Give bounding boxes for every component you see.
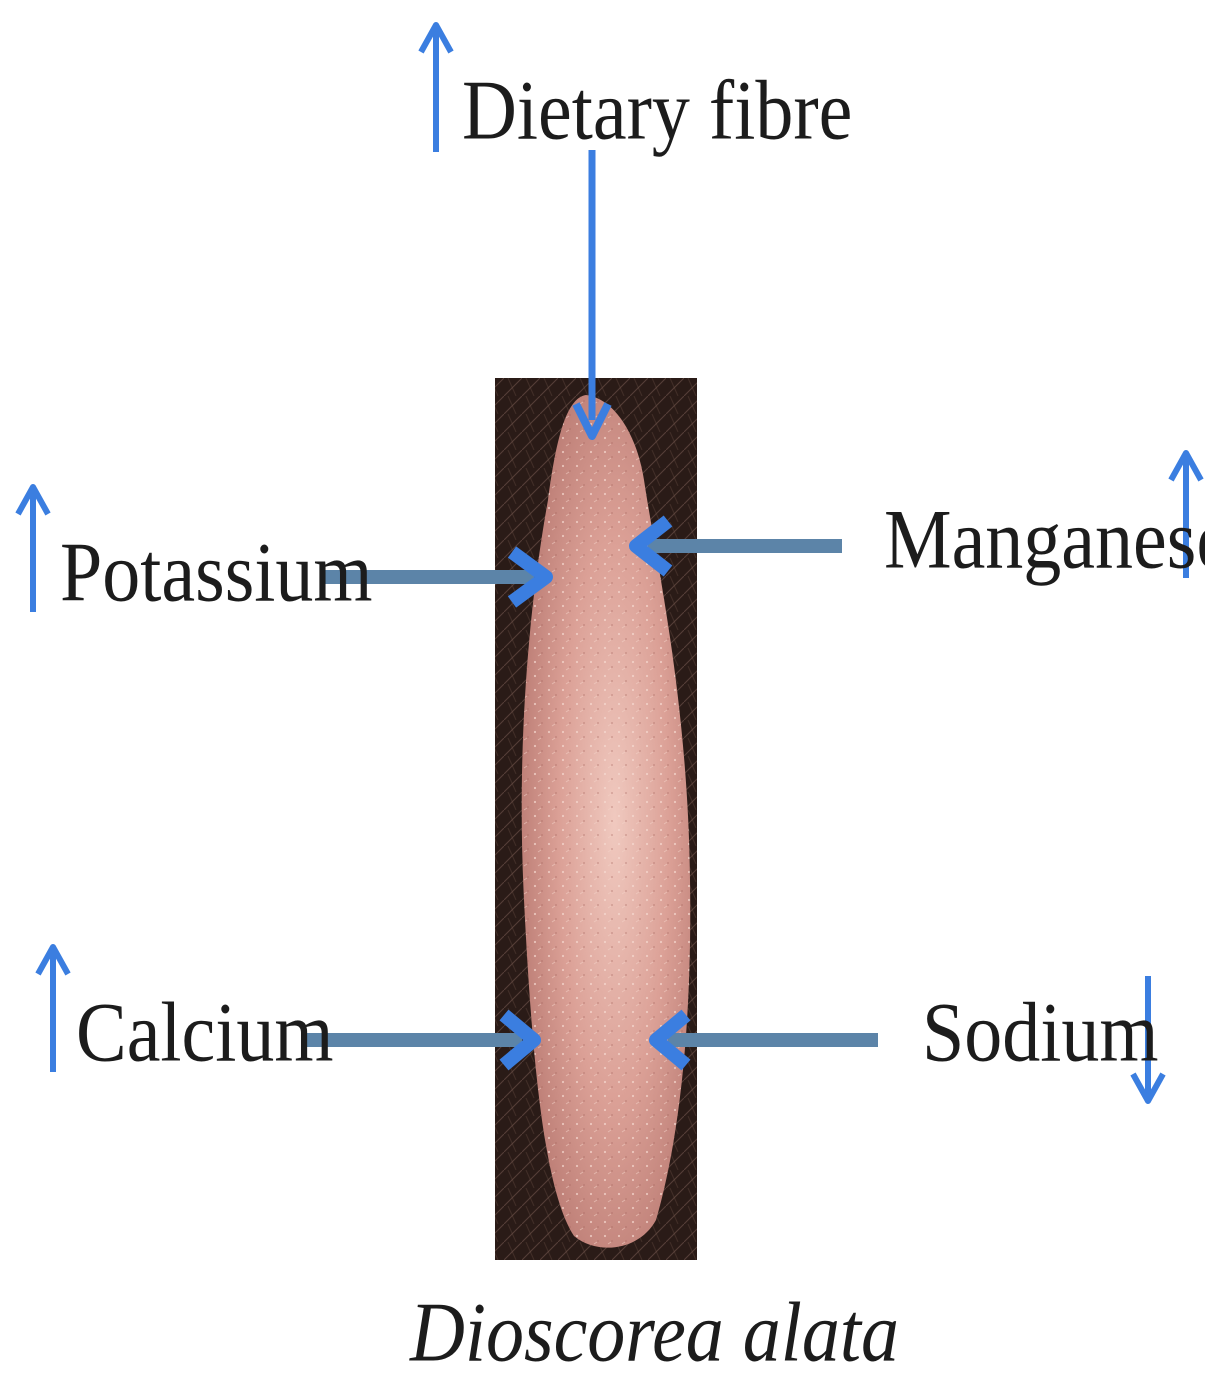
dietary-fibre-label: Dietary fibre bbox=[462, 68, 852, 153]
arrow-up-icon bbox=[421, 25, 451, 152]
sodium-connector bbox=[668, 1033, 878, 1047]
manganese-connector bbox=[648, 539, 842, 553]
arrow-up-icon bbox=[38, 947, 68, 1072]
calcium-label: Calcium bbox=[76, 990, 334, 1075]
potassium-label: Potassium bbox=[60, 530, 373, 615]
species-caption: Dioscorea alata bbox=[410, 1290, 899, 1375]
tuber-photo bbox=[495, 378, 697, 1260]
sodium-label: Sodium bbox=[922, 990, 1159, 1075]
arrow-up-icon bbox=[18, 487, 48, 612]
calcium-connector bbox=[304, 1033, 522, 1047]
manganese-label: Manganese bbox=[884, 497, 1205, 582]
